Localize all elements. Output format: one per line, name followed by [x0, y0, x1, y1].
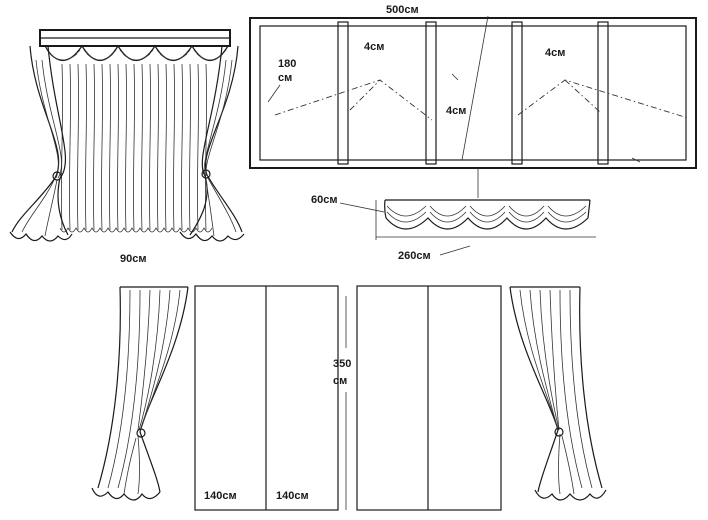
label-gap-right: 4см: [545, 47, 565, 59]
sheer-folds: [59, 63, 213, 233]
sheer-fold-line: [133, 63, 135, 231]
bottom-right-drape: [509, 286, 607, 501]
sheer-fold-line: [141, 63, 143, 231]
label-total-width: 500см: [386, 4, 419, 16]
label-panel-height-num: 350: [333, 358, 351, 370]
assembled-curtain-illustration: [9, 29, 245, 242]
label-window-height-unit: см: [278, 72, 292, 84]
window-frame-diagram: 500см 180 см 4см 4см 4см: [249, 4, 697, 169]
label-gap-left: 4см: [364, 41, 384, 53]
bottom-left-tieback: [136, 428, 146, 438]
label-panel-height-unit: см: [333, 375, 347, 387]
label-side-curtain-width: 90см: [120, 253, 147, 265]
bottom-left-drape: [91, 286, 189, 501]
sheer-fold-line: [173, 63, 175, 231]
sheer-fold-line: [165, 63, 167, 231]
sheer-fold-line: [181, 63, 183, 231]
label-panel-width-a: 140см: [204, 490, 237, 502]
label-gap-center: 4см: [446, 105, 466, 117]
left-drape: [9, 45, 73, 242]
sheer-fold-line: [101, 63, 103, 231]
sheer-fold-line: [157, 63, 159, 231]
sheer-fold-line: [69, 63, 71, 231]
sheer-fold-line: [61, 63, 63, 231]
sheer-fold-line: [125, 63, 127, 231]
label-window-height-num: 180: [278, 58, 296, 70]
label-valance-height: 60см: [311, 194, 338, 206]
sheer-fold-line: [205, 63, 207, 231]
left-tieback: [52, 171, 62, 181]
label-valance-width: 260см: [398, 250, 431, 262]
sheer-fold-line: [149, 63, 151, 231]
right-drape: [179, 45, 245, 242]
label-panel-width-b: 140см: [276, 490, 309, 502]
sheer-hem: [59, 227, 213, 233]
right-tieback: [201, 169, 211, 179]
panel-pair-left: 140см 140см: [194, 285, 339, 511]
bottom-right-tieback: [554, 427, 564, 437]
sheer-fold-line: [117, 63, 119, 231]
window-outer-frame: [249, 17, 697, 169]
sheer-fold-line: [197, 63, 199, 231]
sheer-fold-line: [93, 63, 95, 231]
sheer-fold-line: [109, 63, 111, 231]
panel-pair-right: [356, 285, 502, 511]
sheer-fold-line: [77, 63, 79, 231]
sheer-fold-line: [85, 63, 87, 231]
sheer-fold-line: [189, 63, 191, 231]
valance-swags: [44, 44, 229, 62]
valance-piece: 60см 260см: [311, 194, 596, 262]
